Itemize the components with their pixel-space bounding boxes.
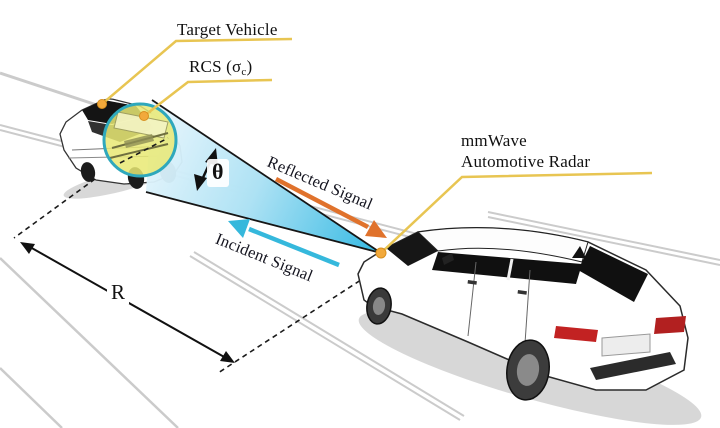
taillight-right xyxy=(654,316,686,334)
range-dashed-lines xyxy=(13,178,391,374)
rcs-label-prefix: RCS (σ xyxy=(189,57,242,76)
rcs-label-suffix: ) xyxy=(246,57,253,76)
beam-angle-label: θ xyxy=(207,159,229,187)
rcs-label: RCS (σc) xyxy=(189,57,252,78)
callout-leaders xyxy=(101,37,653,254)
roof-antenna-fin xyxy=(572,246,586,258)
taillight-left xyxy=(554,326,598,342)
rcs-circle xyxy=(102,102,178,178)
rcs-anchor-dot xyxy=(139,111,149,121)
target-perpendicular-dashed-line xyxy=(13,178,96,239)
anchor-dots xyxy=(97,99,387,259)
rcs-label-subscript: c xyxy=(241,66,247,78)
radar-perpendicular-dashed-line xyxy=(217,260,391,374)
target-vehicle-leader xyxy=(101,37,293,105)
mmwave-radar-label-line1: mmWave xyxy=(461,131,527,150)
radar-beam-cone xyxy=(145,99,382,254)
radar-vehicle-sketch xyxy=(357,227,702,425)
incident-signal-arrow xyxy=(228,219,340,268)
radar-leader xyxy=(380,171,653,254)
mmwave-radar-label-line2: Automotive Radar xyxy=(461,152,591,171)
mmwave-radar-label: mmWave Automotive Radar xyxy=(461,130,671,172)
reflected-signal-arrow xyxy=(274,177,387,238)
beam-axis-dashed-line xyxy=(119,137,169,164)
target-anchor-dot xyxy=(97,99,107,109)
rcs-leader xyxy=(143,78,273,117)
range-label: R xyxy=(107,280,130,304)
radar-sensor-dot xyxy=(375,247,387,259)
target-vehicle-label: Target Vehicle xyxy=(177,20,278,39)
side-mirror xyxy=(442,253,454,265)
